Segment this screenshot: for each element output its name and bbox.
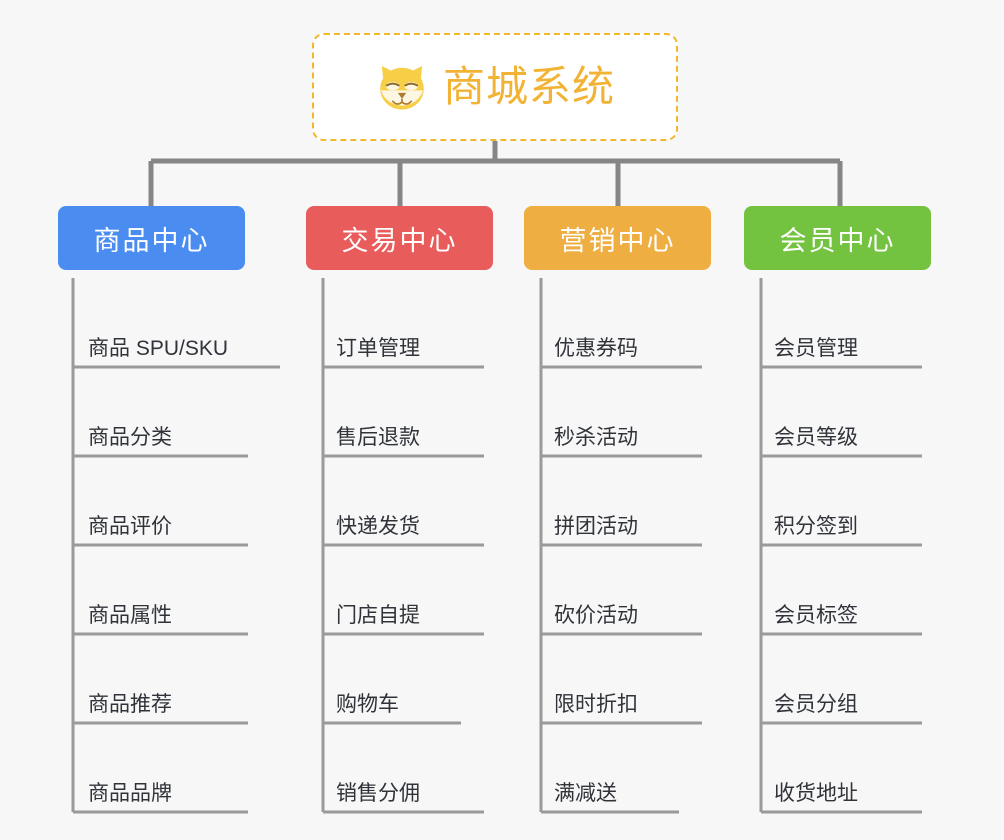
leaf-label: 商品属性 <box>88 603 172 627</box>
leaf-item[interactable]: 商品属性 <box>58 545 296 634</box>
branch-column-trade-center: 交易中心 订单管理 售后退款 快递发货 <box>306 206 518 814</box>
branch-spine <box>759 278 922 814</box>
branch-header-label: 交易中心 <box>341 225 458 256</box>
branch-header-product-center[interactable]: 商品中心 <box>58 206 245 270</box>
leaf-label: 商品 SPU/SKU <box>88 336 229 360</box>
leaf-item[interactable]: 限时折扣 <box>524 634 736 723</box>
leaf-label: 订单管理 <box>336 336 420 360</box>
leaf-item[interactable]: 商品评价 <box>58 456 296 545</box>
leaf-label: 会员管理 <box>774 336 858 360</box>
leaf-label: 优惠券码 <box>554 336 638 360</box>
leaf-label: 满减送 <box>554 781 617 805</box>
branch-spine <box>539 278 702 814</box>
branch-column-product-center: 商品中心 商品 SPU/SKU 商品分类 商 <box>58 206 296 814</box>
leaf-item[interactable]: 快递发货 <box>306 456 518 545</box>
branch-header-label: 营销中心 <box>559 225 676 256</box>
leaf-label: 限时折扣 <box>554 692 638 716</box>
leaf-item[interactable]: 满减送 <box>524 723 736 812</box>
leaf-item[interactable]: 售后退款 <box>306 367 518 456</box>
leaf-item[interactable]: 拼团活动 <box>524 456 736 545</box>
leaf-item[interactable]: 门店自提 <box>306 545 518 634</box>
leaf-label: 砍价活动 <box>554 603 638 627</box>
leaf-label: 快递发货 <box>336 514 420 538</box>
branch-items-member-center: 会员管理 会员等级 积分签到 会员标签 会员分组 收货地址 <box>744 278 956 814</box>
branch-items-marketing-center: 优惠券码 秒杀活动 拼团活动 砍价活动 限时折扣 满减送 <box>524 278 736 814</box>
leaf-label: 售后退款 <box>336 425 420 449</box>
leaf-item[interactable]: 砍价活动 <box>524 545 736 634</box>
leaf-label: 商品品牌 <box>88 781 172 805</box>
leaf-item[interactable]: 积分签到 <box>744 456 956 545</box>
root-title: 商城系统 <box>442 63 615 110</box>
leaf-item[interactable]: 收货地址 <box>744 723 956 812</box>
leaf-item[interactable]: 会员等级 <box>744 367 956 456</box>
leaf-item[interactable]: 优惠券码 <box>524 278 736 367</box>
leaf-item[interactable]: 会员标签 <box>744 545 956 634</box>
branch-header-label: 会员中心 <box>779 225 896 256</box>
leaf-item[interactable]: 订单管理 <box>306 278 518 367</box>
leaf-label: 购物车 <box>336 692 399 716</box>
root-node[interactable]: 商城系统 <box>312 33 678 141</box>
leaf-label: 会员等级 <box>774 425 858 449</box>
leaf-label: 积分签到 <box>774 514 858 538</box>
leaf-item[interactable]: 购物车 <box>306 634 518 723</box>
leaf-label: 门店自提 <box>336 603 420 627</box>
branch-spine <box>71 278 280 814</box>
leaf-label: 商品分类 <box>88 425 172 449</box>
leaf-label: 会员标签 <box>774 603 858 627</box>
branch-header-trade-center[interactable]: 交易中心 <box>306 206 493 270</box>
leaf-label: 拼团活动 <box>554 514 638 538</box>
branch-spine <box>321 278 484 814</box>
leaf-label: 会员分组 <box>774 692 858 716</box>
leaf-item[interactable]: 商品分类 <box>58 367 296 456</box>
branch-header-member-center[interactable]: 会员中心 <box>744 206 931 270</box>
branch-column-member-center: 会员中心 会员管理 会员等级 积分签到 <box>744 206 956 814</box>
leaf-item[interactable]: 销售分佣 <box>306 723 518 812</box>
branch-items-trade-center: 订单管理 售后退款 快递发货 门店自提 购物车 销售分佣 <box>306 278 518 814</box>
leaf-label: 秒杀活动 <box>554 425 638 449</box>
leaf-label: 商品推荐 <box>88 692 172 716</box>
leaf-item[interactable]: 会员管理 <box>744 278 956 367</box>
branch-column-marketing-center: 营销中心 优惠券码 秒杀活动 拼团活动 <box>524 206 736 814</box>
leaf-item[interactable]: 商品品牌 <box>58 723 296 812</box>
leaf-item[interactable]: 会员分组 <box>744 634 956 723</box>
leaf-label: 销售分佣 <box>336 781 420 805</box>
shiba-dog-face-icon <box>375 61 429 113</box>
branch-header-marketing-center[interactable]: 营销中心 <box>524 206 711 270</box>
leaf-item[interactable]: 商品推荐 <box>58 634 296 723</box>
leaf-label: 收货地址 <box>774 781 858 805</box>
leaf-label: 商品评价 <box>88 514 172 538</box>
leaf-item[interactable]: 秒杀活动 <box>524 367 736 456</box>
branch-header-label: 商品中心 <box>93 225 210 256</box>
leaf-item[interactable]: 商品 SPU/SKU <box>58 278 296 367</box>
branch-items-product-center: 商品 SPU/SKU 商品分类 商品评价 商品属性 商品推荐 商品品牌 <box>58 278 296 814</box>
